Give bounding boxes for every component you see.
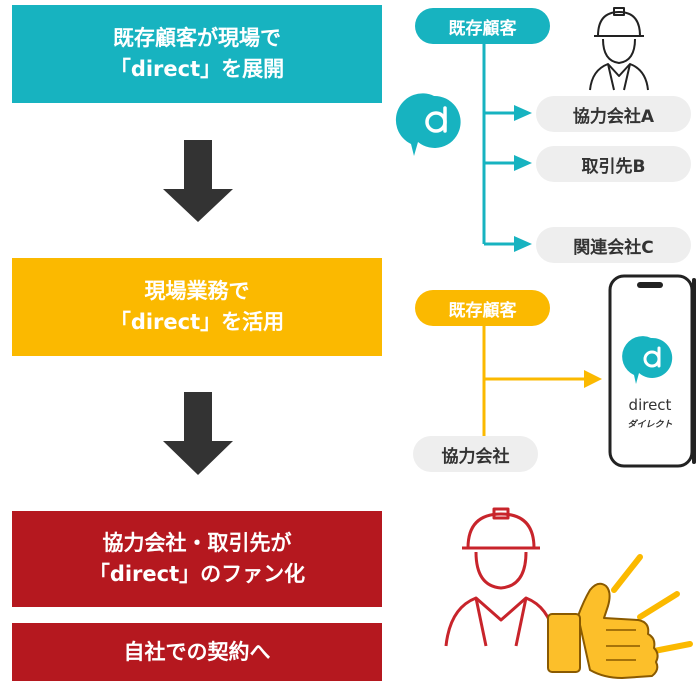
down-arrow-1 (163, 140, 233, 222)
top-target-c: 関連会社C (536, 227, 691, 263)
worker-helmet-red-icon (444, 507, 558, 647)
step-3-line1: 協力会社・取引先が (102, 531, 292, 555)
step-1-line1: 既存顧客が現場で (113, 26, 281, 50)
top-tree-lines (482, 44, 516, 246)
direct-logo-icon (395, 93, 461, 156)
worker-helmet-icon (589, 7, 649, 91)
top-root-pill: 既存顧客 (415, 8, 550, 44)
smartphone-icon (608, 274, 696, 468)
step-1-line2: 「direct」を展開 (109, 57, 285, 81)
step-3-box: 協力会社・取引先が 「direct」のファン化 (12, 511, 382, 607)
middle-root-pill: 既存顧客 (415, 290, 550, 326)
step-2-line1: 現場業務で (144, 279, 250, 303)
phone-app-kana: ダイレクト (627, 419, 672, 430)
top-tree-arrowheads (514, 105, 532, 252)
down-arrow-2 (163, 392, 233, 475)
step-1-box: 既存顧客が現場で 「direct」を展開 (12, 5, 382, 103)
step-3-line2: 「direct」のファン化 (88, 562, 306, 586)
step-4-box: 自社での契約へ (12, 623, 382, 681)
top-target-a: 協力会社A (536, 96, 691, 132)
thumbs-up-icon (547, 554, 693, 679)
step-2-box: 現場業務で 「direct」を活用 (12, 258, 382, 356)
top-target-b: 取引先B (536, 146, 691, 182)
middle-tree-arrowhead (584, 370, 602, 388)
step-4-line1: 自社での契約へ (123, 639, 271, 664)
middle-partner-pill: 協力会社 (413, 436, 538, 472)
middle-tree-lines (482, 324, 586, 440)
phone-app-name: direct (629, 396, 672, 414)
step-2-line2: 「direct」を活用 (109, 310, 285, 334)
